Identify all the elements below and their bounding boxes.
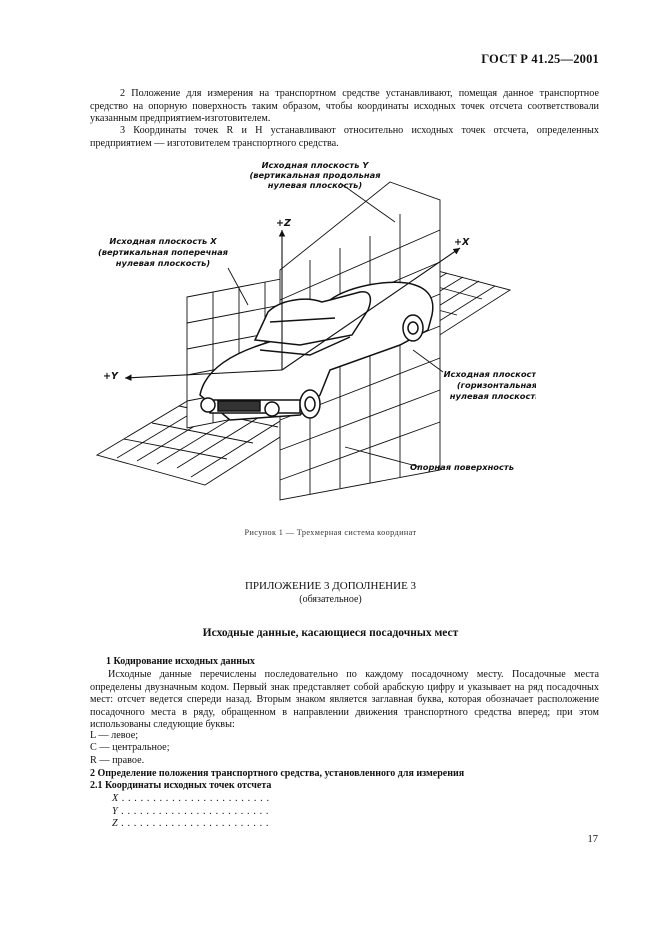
- figure-caption: Рисунок 1 — Трехмерная система координат: [244, 528, 417, 537]
- plane-z-label-3: нулевая плоскость): [450, 391, 536, 401]
- car-outline: [199, 281, 434, 421]
- page-number: 17: [587, 834, 599, 845]
- section-title: Исходные данные, касающиеся посадочных м…: [202, 627, 459, 639]
- appendix-subtitle: (обязательное): [299, 594, 362, 605]
- section-1-heading: 1 Кодирование исходных данных: [106, 656, 255, 667]
- axis-z-label: +Z: [276, 218, 292, 229]
- paragraph-3: 3 Координаты точек R и H устанавливают о…: [90, 125, 599, 149]
- coord-y-line: Y . . . . . . . . . . . . . . . . . . . …: [112, 806, 270, 817]
- axis-y-label: +Y: [103, 371, 119, 382]
- plane-z-label-1: Исходная плоскость Z: [444, 369, 536, 379]
- coord-x-line: X . . . . . . . . . . . . . . . . . . . …: [112, 793, 270, 804]
- plane-x-label-1: Исходная плоскость X: [109, 236, 217, 246]
- letter-c: C — центральное;: [90, 742, 170, 753]
- appendix-title: ПРИЛОЖЕНИЕ 3 ДОПОЛНЕНИЕ 3: [244, 580, 417, 592]
- plane-y-label-2: (вертикальная продольная: [249, 170, 381, 180]
- plane-y-label-3: нулевая плоскость): [268, 180, 363, 190]
- section-2-1-heading: 2.1 Координаты исходных точек отсчета: [90, 780, 272, 791]
- coord-z-line: Z . . . . . . . . . . . . . . . . . . . …: [112, 818, 270, 829]
- plane-y-label-1: Исходная плоскость Y: [262, 160, 370, 170]
- section-1-text: Исходные данные перечислены последовател…: [90, 669, 599, 730]
- plane-x-label-3: нулевая плоскость): [116, 258, 211, 268]
- axis-x-label: +X: [454, 237, 470, 248]
- letter-l: L — левое;: [90, 730, 139, 741]
- section-2-heading: 2 Определение положения транспортного ср…: [90, 768, 465, 779]
- letter-r: R — правое.: [90, 755, 145, 766]
- plane-z-label-2: (горизонтальная: [457, 380, 536, 390]
- support-surface-label: Опорная поверхность: [410, 462, 514, 472]
- standard-header: ГОСТ Р 41.25—2001: [481, 52, 599, 66]
- coordinate-system-figure: Исходная плоскость Y (вертикальная продо…: [96, 160, 536, 501]
- paragraph-2: 2 Положение для измерения на транспортно…: [90, 88, 599, 125]
- plane-x-label-2: (вертикальная поперечная: [98, 247, 229, 257]
